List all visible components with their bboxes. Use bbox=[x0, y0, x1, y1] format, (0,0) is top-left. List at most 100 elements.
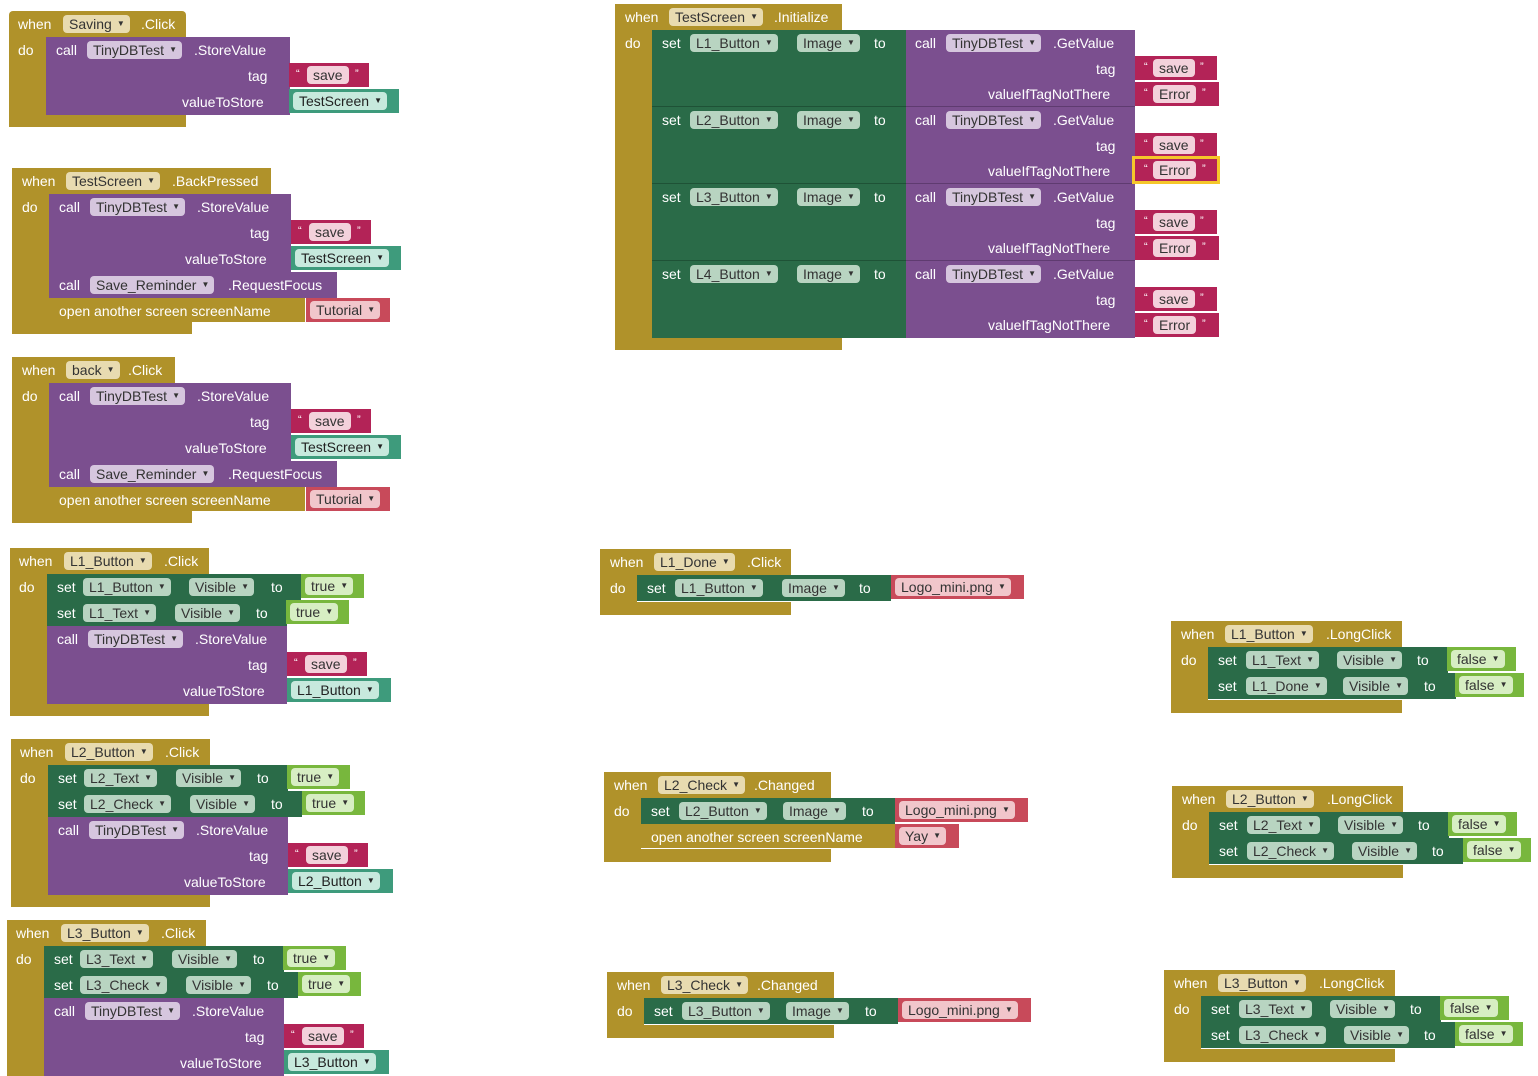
set-property-dropdown[interactable]: Visible▼ bbox=[190, 795, 255, 813]
component-dropdown[interactable]: L2_Check▼ bbox=[658, 776, 746, 794]
asset-dropdown[interactable]: Logo_mini.png▼ bbox=[899, 801, 1015, 819]
text-value[interactable]: save bbox=[1153, 59, 1195, 77]
text-value[interactable]: save bbox=[1153, 290, 1195, 308]
set-component-dropdown[interactable]: L3_Text▼ bbox=[1239, 1000, 1313, 1018]
component-dropdown[interactable]: L3_Check▼ bbox=[661, 976, 749, 994]
event-testscreen-initialize[interactable]: when TestScreen▼ .Initialize do set L1_B… bbox=[615, 4, 1220, 350]
set-property-dropdown[interactable]: Visible▼ bbox=[172, 950, 237, 968]
event-l1-done-click[interactable]: when L1_Done▼ .Click do set L1_Button▼ I… bbox=[600, 549, 1025, 615]
text-value[interactable]: save bbox=[309, 412, 351, 430]
set-component-dropdown[interactable]: L4_Button▼ bbox=[690, 265, 778, 283]
set-property-dropdown[interactable]: Visible▼ bbox=[1337, 651, 1402, 669]
component-value-dropdown[interactable]: L3_Button▼ bbox=[288, 1053, 376, 1071]
set-component-dropdown[interactable]: L3_Check▼ bbox=[80, 976, 168, 994]
set-property-dropdown[interactable]: Image▼ bbox=[797, 111, 860, 129]
boolean-dropdown[interactable]: true▼ bbox=[302, 975, 351, 993]
db-dropdown[interactable]: TinyDBTest▼ bbox=[946, 188, 1042, 206]
set-component-dropdown[interactable]: L1_Text▼ bbox=[83, 604, 157, 622]
set-property-dropdown[interactable]: Visible▼ bbox=[189, 578, 254, 596]
component-value-dropdown[interactable]: L2_Button▼ bbox=[292, 872, 380, 890]
set-property-dropdown[interactable]: Visible▼ bbox=[1343, 677, 1408, 695]
event-l1-button-longclick[interactable]: when L1_Button▼ .LongClick do set L1_Tex… bbox=[1171, 621, 1526, 713]
event-saving-click[interactable]: when Saving▼ .Click do call TinyDBTest▼ … bbox=[9, 11, 399, 129]
event-back-click[interactable]: when back▼ .Click do call TinyDBTest▼ .S… bbox=[12, 357, 402, 523]
component-value-dropdown[interactable]: TestScreen▼ bbox=[295, 249, 390, 267]
set-property-dropdown[interactable]: Visible▼ bbox=[1344, 1026, 1409, 1044]
component-dropdown[interactable]: TestScreen▼ bbox=[669, 8, 764, 26]
db-dropdown[interactable]: TinyDBTest▼ bbox=[89, 821, 185, 839]
set-component-dropdown[interactable]: L2_Check▼ bbox=[1247, 842, 1335, 860]
text-value[interactable]: Error bbox=[1153, 161, 1197, 179]
set-component-dropdown[interactable]: L2_Text▼ bbox=[1247, 816, 1321, 834]
screen-name-dropdown[interactable]: Tutorial▼ bbox=[310, 490, 381, 508]
set-component-dropdown[interactable]: L1_Button▼ bbox=[83, 578, 171, 596]
set-property-dropdown[interactable]: Visible▼ bbox=[186, 976, 251, 994]
event-l2-check-changed[interactable]: when L2_Check▼ .Changed do set L2_Button… bbox=[604, 772, 1029, 862]
set-component-dropdown[interactable]: L2_Text▼ bbox=[84, 769, 158, 787]
set-component-dropdown[interactable]: L3_Text▼ bbox=[80, 950, 154, 968]
focus-component-dropdown[interactable]: Save_Reminder▼ bbox=[90, 465, 215, 483]
set-property-dropdown[interactable]: Image▼ bbox=[797, 265, 860, 283]
boolean-dropdown[interactable]: true▼ bbox=[306, 794, 355, 812]
open-screen-block[interactable] bbox=[49, 487, 305, 511]
component-dropdown[interactable]: Saving▼ bbox=[63, 15, 130, 33]
boolean-dropdown[interactable]: true▼ bbox=[305, 577, 354, 595]
component-value-dropdown[interactable]: L1_Button▼ bbox=[291, 681, 379, 699]
set-component-dropdown[interactable]: L1_Done▼ bbox=[1246, 677, 1327, 695]
component-value-dropdown[interactable]: TestScreen▼ bbox=[295, 438, 390, 456]
set-component-dropdown[interactable]: L1_Button▼ bbox=[675, 579, 763, 597]
set-component-dropdown[interactable]: L1_Text▼ bbox=[1246, 651, 1320, 669]
boolean-dropdown[interactable]: true▼ bbox=[290, 603, 339, 621]
boolean-dropdown[interactable]: false▼ bbox=[1459, 676, 1513, 694]
text-value[interactable]: save bbox=[307, 66, 349, 84]
screen-name-dropdown[interactable]: Yay▼ bbox=[899, 827, 947, 845]
focus-component-dropdown[interactable]: Save_Reminder▼ bbox=[90, 276, 215, 294]
component-dropdown[interactable]: L2_Button▼ bbox=[65, 743, 153, 761]
set-component-dropdown[interactable]: L1_Button▼ bbox=[690, 34, 778, 52]
text-value[interactable]: Error bbox=[1153, 239, 1197, 257]
component-dropdown[interactable]: TestScreen▼ bbox=[66, 172, 161, 190]
event-l3-button-longclick[interactable]: when L3_Button▼ .LongClick do set L3_Tex… bbox=[1164, 970, 1526, 1062]
set-property-dropdown[interactable]: Visible▼ bbox=[1330, 1000, 1395, 1018]
set-property-dropdown[interactable]: Image▼ bbox=[797, 34, 860, 52]
event-testscreen-backpressed[interactable]: when TestScreen▼ .BackPressed do call Ti… bbox=[12, 168, 402, 334]
set-component-dropdown[interactable]: L3_Button▼ bbox=[682, 1002, 770, 1020]
db-dropdown[interactable]: TinyDBTest▼ bbox=[90, 198, 186, 216]
asset-dropdown[interactable]: Logo_mini.png▼ bbox=[902, 1001, 1018, 1019]
set-property-dropdown[interactable]: Visible▼ bbox=[175, 604, 240, 622]
text-value[interactable]: Error bbox=[1153, 85, 1197, 103]
set-component-dropdown[interactable]: L2_Button▼ bbox=[679, 802, 767, 820]
set-property-dropdown[interactable]: Visible▼ bbox=[1338, 816, 1403, 834]
set-block[interactable] bbox=[1208, 647, 1448, 673]
text-value[interactable]: save bbox=[305, 655, 347, 673]
db-dropdown[interactable]: TinyDBTest▼ bbox=[88, 630, 184, 648]
db-dropdown[interactable]: TinyDBTest▼ bbox=[946, 111, 1042, 129]
boolean-dropdown[interactable]: false▼ bbox=[1459, 1025, 1513, 1043]
text-value[interactable]: save bbox=[309, 223, 351, 241]
db-dropdown[interactable]: TinyDBTest▼ bbox=[90, 387, 186, 405]
set-block[interactable] bbox=[1201, 996, 1441, 1022]
boolean-dropdown[interactable]: true▼ bbox=[291, 768, 340, 786]
boolean-dropdown[interactable]: false▼ bbox=[1444, 999, 1498, 1017]
component-dropdown[interactable]: L2_Button▼ bbox=[1226, 790, 1314, 808]
screen-name-dropdown[interactable]: Tutorial▼ bbox=[310, 301, 381, 319]
set-property-dropdown[interactable]: Image▼ bbox=[797, 188, 860, 206]
set-property-dropdown[interactable]: Image▼ bbox=[782, 579, 845, 597]
component-dropdown[interactable]: L3_Button▼ bbox=[61, 924, 149, 942]
set-block[interactable] bbox=[1209, 812, 1449, 838]
boolean-dropdown[interactable]: false▼ bbox=[1451, 650, 1505, 668]
component-dropdown[interactable]: back▼ bbox=[66, 361, 120, 379]
event-l3-check-changed[interactable]: when L3_Check▼ .Changed do set L3_Button… bbox=[607, 972, 1032, 1038]
asset-dropdown[interactable]: Logo_mini.png▼ bbox=[895, 578, 1011, 596]
component-dropdown[interactable]: L3_Button▼ bbox=[1218, 974, 1306, 992]
component-dropdown[interactable]: L1_Button▼ bbox=[1225, 625, 1313, 643]
open-screen-block[interactable] bbox=[641, 824, 897, 848]
boolean-dropdown[interactable]: true▼ bbox=[287, 949, 336, 967]
set-component-dropdown[interactable]: L2_Check▼ bbox=[84, 795, 172, 813]
db-dropdown[interactable]: TinyDBTest▼ bbox=[87, 41, 183, 59]
db-dropdown[interactable]: TinyDBTest▼ bbox=[85, 1002, 181, 1020]
component-dropdown[interactable]: L1_Button▼ bbox=[64, 552, 152, 570]
set-property-dropdown[interactable]: Image▼ bbox=[783, 802, 846, 820]
set-property-dropdown[interactable]: Visible▼ bbox=[176, 769, 241, 787]
event-l1-button-click[interactable]: when L1_Button▼ .Click do set L1_Button▼… bbox=[10, 548, 395, 716]
